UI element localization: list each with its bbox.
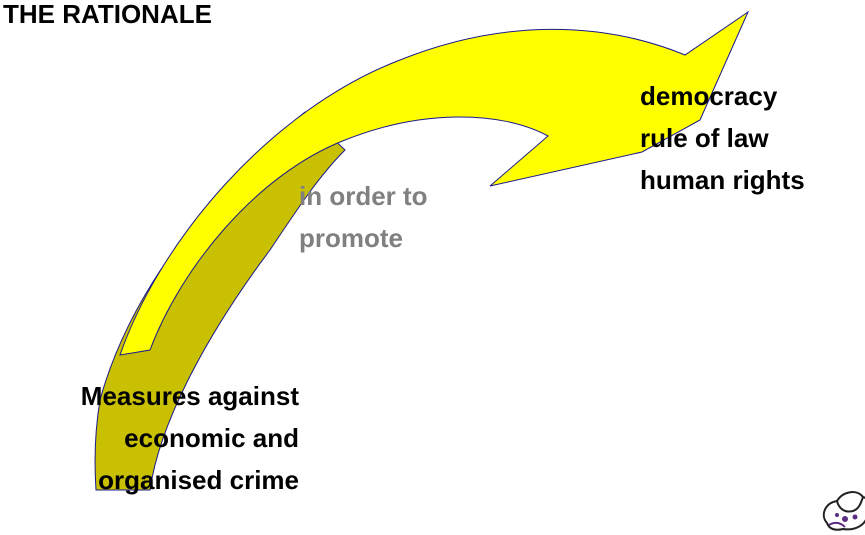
measures-line-3: organised crime: [98, 465, 299, 495]
connector-line-1: in order to: [299, 181, 428, 211]
target-value-rule-of-law: rule of law: [640, 123, 769, 153]
measures-line-2: economic and: [124, 423, 299, 453]
curved-arrow: [94, 10, 750, 491]
jester-logo-icon: [822, 491, 865, 531]
slide-title: THE RATIONALE: [3, 0, 212, 29]
measures-line-1: Measures against: [80, 381, 299, 411]
target-value-democracy: democracy: [640, 81, 778, 111]
target-value-human-rights: human rights: [640, 165, 805, 195]
arrow-body-band: [119, 10, 750, 356]
connector-phrase: in order to promote: [299, 175, 428, 259]
measures-text: Measures against economic and organised …: [81, 375, 299, 501]
connector-line-2: promote: [299, 223, 403, 253]
target-values-list: democracy rule of law human rights: [640, 75, 805, 201]
